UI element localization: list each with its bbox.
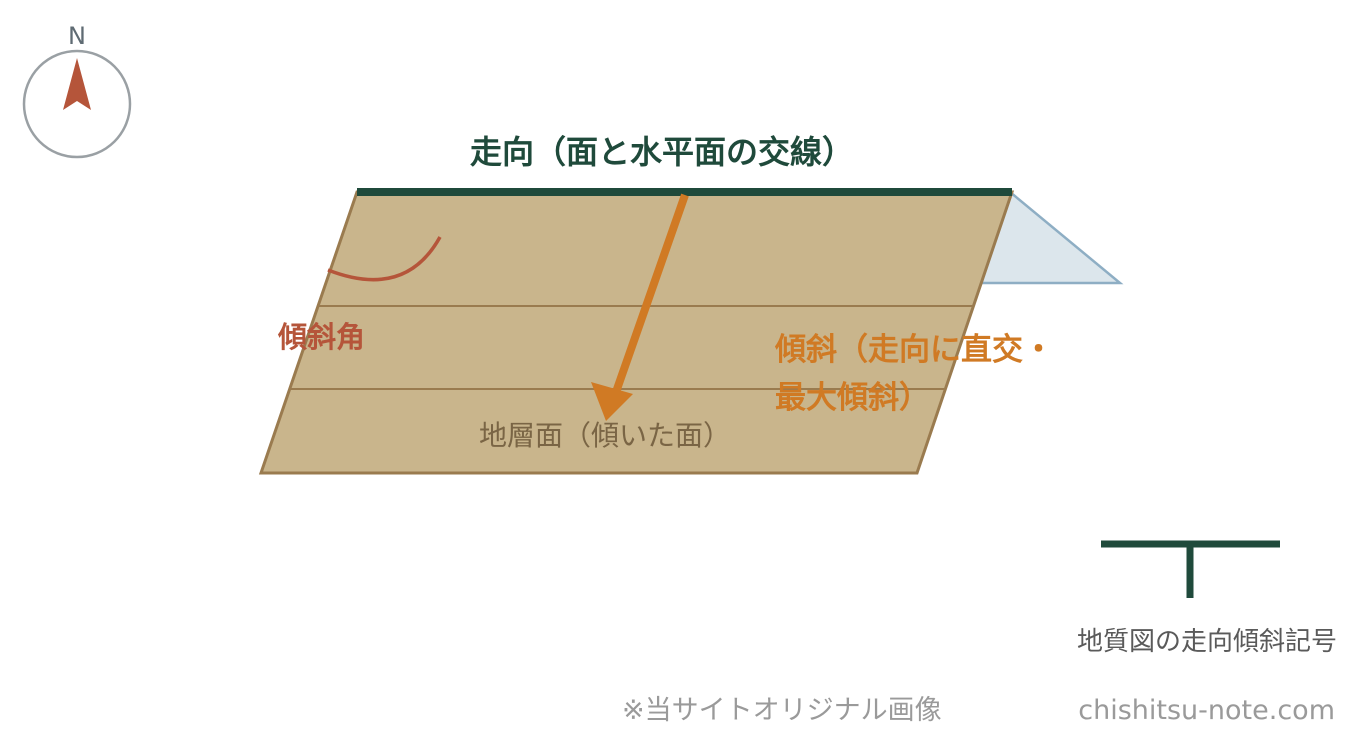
dip-arrow xyxy=(591,193,689,421)
dip-label-line2: 最大傾斜） xyxy=(775,380,930,416)
footer-note: ※当サイトオリジナル画像 xyxy=(622,695,942,726)
strike-label: 走向（面と水平面の交線） xyxy=(470,133,854,171)
north-arrow-icon xyxy=(63,58,91,110)
footer-site: chishitsu-note.com xyxy=(1078,695,1335,726)
dip-label-line1: 傾斜（走向に直交・ xyxy=(774,332,1054,368)
compass-ring xyxy=(22,49,132,159)
strike-dip-symbol xyxy=(1101,540,1280,598)
dip-angle-arc xyxy=(327,236,442,282)
dip-angle-label: 傾斜角 xyxy=(277,320,365,354)
dip-arrow-shaft xyxy=(612,193,689,394)
compass-north-label: N xyxy=(68,22,86,50)
symbol-caption: 地質図の走向傾斜記号 xyxy=(1077,627,1337,657)
dip-arrow-head-icon xyxy=(591,382,633,421)
compass: N xyxy=(22,22,132,159)
bedding-plane-label: 地層面（傾いた面） xyxy=(479,419,731,452)
